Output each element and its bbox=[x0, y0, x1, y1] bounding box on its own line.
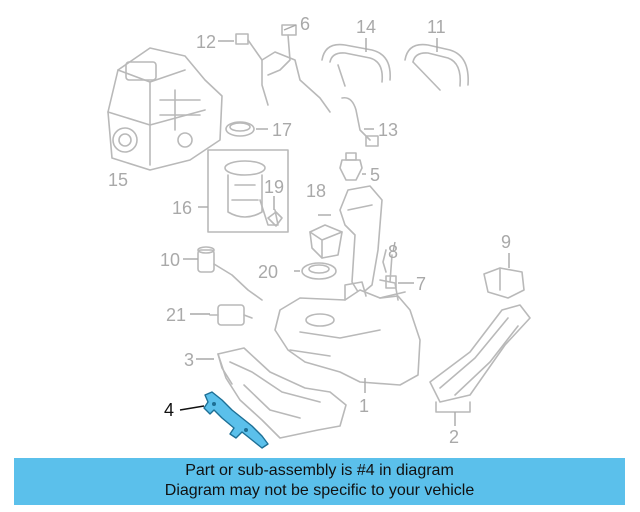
part-2-straps bbox=[429, 304, 531, 413]
part-17-ring bbox=[225, 121, 255, 137]
part-3-heat-shield bbox=[217, 347, 347, 439]
part-11-hose bbox=[404, 43, 469, 91]
part-10-sender bbox=[197, 246, 263, 301]
part-9-bracket bbox=[483, 267, 525, 299]
callout-16: 16 bbox=[172, 198, 192, 218]
part-1-tank bbox=[274, 254, 421, 386]
callout-5: 5 bbox=[370, 165, 380, 185]
banner-line-2: Diagram may not be specific to your vehi… bbox=[164, 482, 475, 499]
part-20-seal bbox=[301, 262, 337, 280]
info-banner: Part or sub-assembly is #4 in diagram Di… bbox=[14, 458, 625, 505]
part-12-6-lines bbox=[235, 24, 331, 113]
part-14-hose bbox=[321, 43, 391, 87]
part-5-valve bbox=[339, 152, 363, 181]
parts-diagram: 12 6 14 11 17 13 5 15 19 18 16 9 8 10 20… bbox=[107, 14, 531, 449]
callout-8: 8 bbox=[388, 242, 398, 262]
part-21-filter bbox=[209, 304, 253, 326]
callout-11: 11 bbox=[427, 17, 446, 37]
part-7-8-fittings bbox=[382, 249, 397, 289]
part-13-pipe bbox=[341, 96, 379, 147]
banner-line-1: Part or sub-assembly is #4 in diagram bbox=[185, 462, 454, 479]
callout-9: 9 bbox=[501, 232, 511, 252]
callout-4: 4 bbox=[164, 400, 174, 420]
part-4-bracket[interactable] bbox=[203, 391, 269, 449]
callout-7: 7 bbox=[416, 274, 426, 294]
callout-3: 3 bbox=[184, 350, 194, 370]
callout-12: 12 bbox=[196, 32, 216, 52]
callout-17: 17 bbox=[272, 120, 292, 140]
callout-1: 1 bbox=[359, 396, 369, 416]
leader-lines bbox=[183, 24, 510, 426]
callout-10: 10 bbox=[160, 250, 180, 270]
callout-19: 19 bbox=[264, 177, 284, 197]
callout-14: 14 bbox=[356, 17, 376, 37]
callout-18: 18 bbox=[306, 181, 326, 201]
callout-2: 2 bbox=[449, 427, 459, 447]
part-18-filler-neck bbox=[309, 185, 383, 296]
callout-6: 6 bbox=[300, 14, 310, 34]
leader-4 bbox=[179, 405, 205, 411]
callout-15: 15 bbox=[108, 170, 128, 190]
callout-20: 20 bbox=[258, 262, 278, 282]
part-19-clip bbox=[267, 211, 283, 227]
callout-21: 21 bbox=[166, 305, 186, 325]
callout-13: 13 bbox=[378, 120, 398, 140]
part-15-pump bbox=[107, 47, 223, 171]
part-16-pump-module bbox=[207, 149, 289, 233]
